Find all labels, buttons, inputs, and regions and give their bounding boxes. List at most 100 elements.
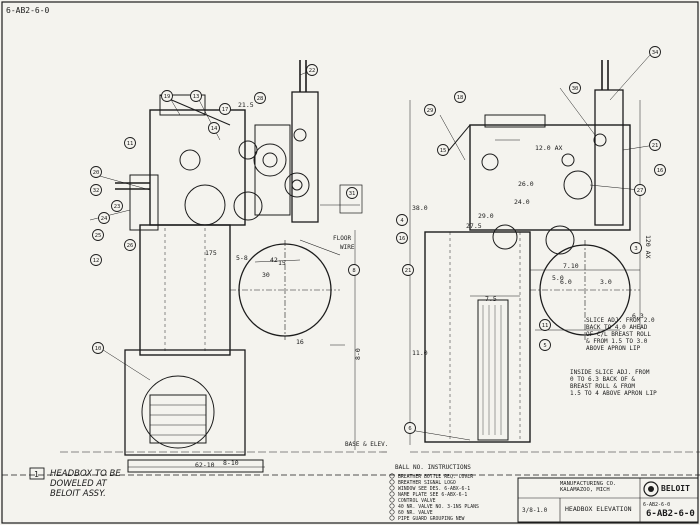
balloon-circle — [437, 144, 449, 156]
left-gear-housing — [254, 124, 291, 216]
note-number: 1 — [34, 470, 39, 479]
beloit-logo-icon — [643, 481, 659, 497]
dim-175: 175 — [205, 249, 217, 257]
instructions-list: BALL NO. INSTRUCTIONS BREATHER BOTTLE RE… — [389, 464, 479, 522]
drawing-title: HEADBOX ELEVATION — [565, 505, 632, 513]
balloon-circle — [90, 254, 102, 266]
instruction-bullet — [389, 509, 395, 515]
dim-left-lower: 8-10 — [223, 459, 239, 467]
left-wire-line — [299, 239, 341, 256]
balloon-circle — [124, 239, 136, 251]
instruction-line: BREATHER SIGNAL LOGO — [398, 480, 456, 486]
dim-275: 27.5 — [466, 222, 482, 230]
balloon-circle — [124, 137, 136, 149]
balloon-number: 5 — [543, 343, 546, 349]
dim-50: 5.0 — [552, 274, 564, 282]
balloon-circle — [346, 187, 358, 199]
left-slice-line — [254, 259, 301, 263]
balloon-number: 34 — [652, 50, 659, 56]
balloon-circle — [90, 166, 102, 178]
left-gear-d — [284, 172, 310, 198]
left-floor-plate — [127, 459, 264, 473]
balloon-circle — [424, 104, 436, 116]
instructions-header: BALL NO. INSTRUCTIONS — [395, 464, 471, 471]
right-upper-slope — [444, 124, 471, 156]
instruction-line: PIPE GUARD GROUPING NEW — [398, 516, 465, 522]
dim-right-top: 12.0 AX — [535, 144, 562, 152]
balloon-number: 32 — [93, 188, 100, 194]
right-gear-a — [563, 170, 593, 200]
left-lower-body — [139, 224, 231, 356]
left-pump-circle — [141, 375, 215, 449]
dim-42: 42 — [270, 256, 278, 264]
text-line: BACK TO 4.0 AHEAD — [586, 324, 648, 331]
note-number-box — [29, 467, 45, 480]
balloon-number: 21 — [405, 268, 412, 274]
dim-63: 6.3 — [632, 312, 644, 320]
instruction-line: 60 NR. VALVE — [398, 510, 433, 516]
text-line: 1.5 TO 4 ABOVE APRON LIP — [570, 390, 657, 397]
leader — [439, 114, 466, 161]
balloon-circle — [190, 90, 202, 102]
dim-58: 5-8 — [236, 254, 248, 262]
instruction-line: WINDOW SEE DES. 6-ABX-6-1 — [398, 486, 470, 492]
balloon-circle — [634, 184, 646, 196]
balloon-circle — [539, 339, 551, 351]
instruction-line: NAME PLATE SEE 6-ABX-6-1 — [398, 492, 467, 498]
balloon-circle — [111, 200, 123, 212]
dim-260: 26.0 — [518, 180, 534, 188]
balloon-number: 4 — [400, 218, 404, 224]
text-line: SLICE ADJ. FROM 2.0 — [586, 317, 655, 324]
balloon-number: 19 — [164, 94, 171, 100]
balloon-number: 28 — [257, 96, 264, 102]
balloon-circle — [98, 212, 110, 224]
balloon-number: 25 — [95, 233, 102, 239]
leader — [409, 429, 471, 441]
balloon-circle — [396, 232, 408, 244]
balloon-circle — [161, 90, 173, 102]
dim-290: 29.0 — [478, 212, 494, 220]
dim-75: 7.5 — [485, 295, 497, 303]
leader — [89, 209, 131, 221]
balloon-number: 29 — [427, 108, 434, 114]
instruction-line: BREATHER BOTTLE REQ. COVER — [398, 474, 473, 480]
drawing-scale: 3/8-1.0 — [522, 507, 548, 514]
balloon-number: 11 — [542, 323, 549, 329]
left-gear-d-hub — [291, 179, 303, 191]
balloon-number: 27 — [637, 188, 644, 194]
left-top-housing — [159, 94, 206, 116]
balloon-circle — [630, 242, 642, 254]
balloon-circle — [348, 264, 360, 276]
left-guard-rail — [339, 184, 363, 214]
dim-right-edge: 120 AX — [644, 235, 652, 259]
balloon-number: 30 — [572, 86, 579, 92]
balloon-number: 22 — [309, 68, 316, 74]
instruction-bullet — [389, 491, 395, 497]
balloon-circle — [649, 46, 661, 58]
balloon-circle — [254, 92, 266, 104]
text-line: BELOIT ASSY. — [50, 489, 106, 499]
balloon-number: 6 — [408, 426, 411, 432]
balloon-number: 31 — [349, 191, 356, 197]
balloon-number: 23 — [114, 204, 121, 210]
left-upper-frame — [149, 109, 246, 226]
dim-380: 38.0 — [412, 204, 428, 212]
balloon-number: 26 — [127, 243, 134, 249]
balloon-circle — [402, 264, 414, 276]
small-drawing-number: 6-AB2-6-0 — [643, 502, 670, 508]
left-roll-b — [233, 191, 263, 221]
label-floor: FLOOR — [333, 235, 351, 242]
customer-lines: MANUFACTURING CO.KALAMAZOO, MICH — [560, 481, 616, 493]
dimension-labels: 62-10 8-10 5-8 16 15 42 30 175 21.5 12.0… — [195, 101, 652, 469]
leader — [99, 347, 151, 381]
right-star-hub — [481, 153, 499, 171]
leader — [169, 97, 181, 116]
left-gear-e — [293, 128, 307, 142]
dim-30r: 3.0 — [600, 278, 612, 286]
dim-240: 24.0 — [514, 198, 530, 206]
balloon-circle — [539, 319, 551, 331]
leader — [609, 54, 651, 101]
